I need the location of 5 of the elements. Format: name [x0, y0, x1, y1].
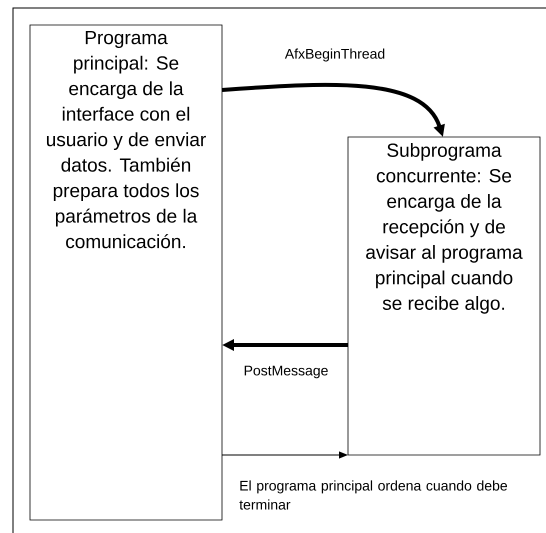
edge-label: AfxBeginThread	[284, 48, 384, 62]
edge-label: PostMessage	[244, 366, 328, 378]
process-box: Subprograma concurrente: Se encarga de la recepción y de avisar al programa principal cuando se recibe algo.	[348, 136, 540, 456]
edge-label: El programa principal ordena cuando debe terminar	[239, 480, 508, 510]
process-box: Programa principal: Se encarga de la interface con el usuario y de enviar datos. También prepara todos los parámetros de la comunicación.	[30, 24, 222, 520]
